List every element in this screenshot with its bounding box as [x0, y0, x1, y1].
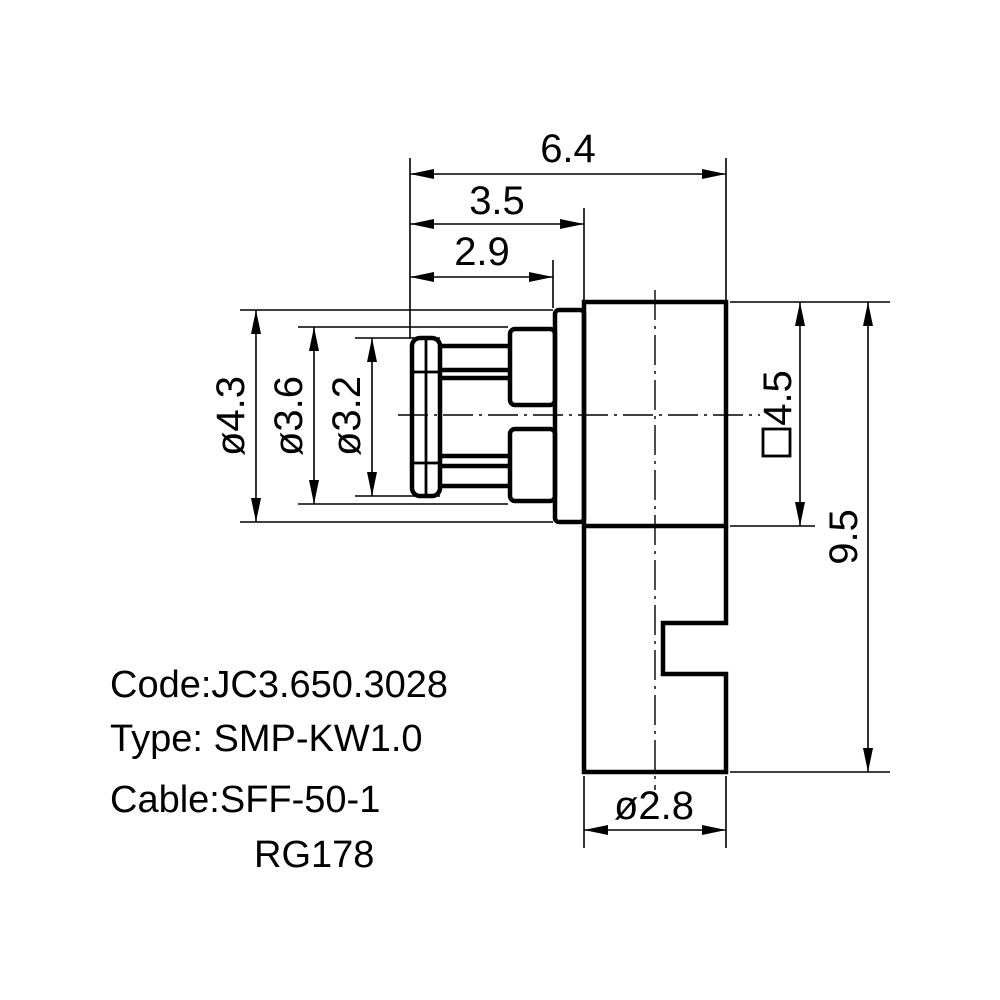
diameter-symbol-cable: ø: [614, 784, 638, 828]
diameter-symbol-mid: ø: [267, 432, 311, 456]
diameter-symbol-outer: ø: [209, 432, 253, 456]
sleeve-top: [507, 326, 558, 408]
dim-pin-length: 2.9: [454, 230, 510, 274]
dimension-labels: 6.4 3.5 2.9 ø4.3 ø3.6 ø3.2 4.5 9.5 ø2.8: [209, 127, 866, 828]
svg-text:ø3.2: ø3.2: [325, 376, 369, 456]
sleeve-bottom: [507, 426, 558, 504]
dim-cable-dia: 2.8: [638, 784, 694, 828]
type-label: Type: SMP-KW1.0: [110, 718, 423, 760]
cable-tail: [581, 526, 729, 775]
flange-ring: [552, 307, 587, 525]
dim-outer-dia: 4.3: [209, 376, 253, 432]
center-lines: [398, 290, 760, 790]
connector-body: [409, 299, 729, 775]
dimension-lines: [251, 169, 873, 835]
dim-overall-width: 6.4: [540, 127, 596, 171]
cable-label: Cable:SFF-50-1: [110, 779, 381, 821]
dim-inner-dia: 3.2: [325, 376, 369, 432]
code-label: Code:JC3.650.3028: [110, 664, 449, 706]
svg-text:ø4.3: ø4.3: [209, 376, 253, 456]
svg-text:ø3.6: ø3.6: [267, 376, 311, 456]
svg-text:ø2.8: ø2.8: [614, 784, 694, 828]
square-symbol: [761, 427, 792, 458]
dim-mid-dia: 3.6: [267, 376, 311, 432]
cable-alt-label: RG178: [254, 834, 375, 876]
dim-body-offset: 3.5: [469, 179, 525, 223]
dim-square-head: 4.5: [756, 370, 800, 426]
dim-total-height: 9.5: [822, 509, 866, 565]
diameter-symbol-inner: ø: [325, 432, 369, 456]
